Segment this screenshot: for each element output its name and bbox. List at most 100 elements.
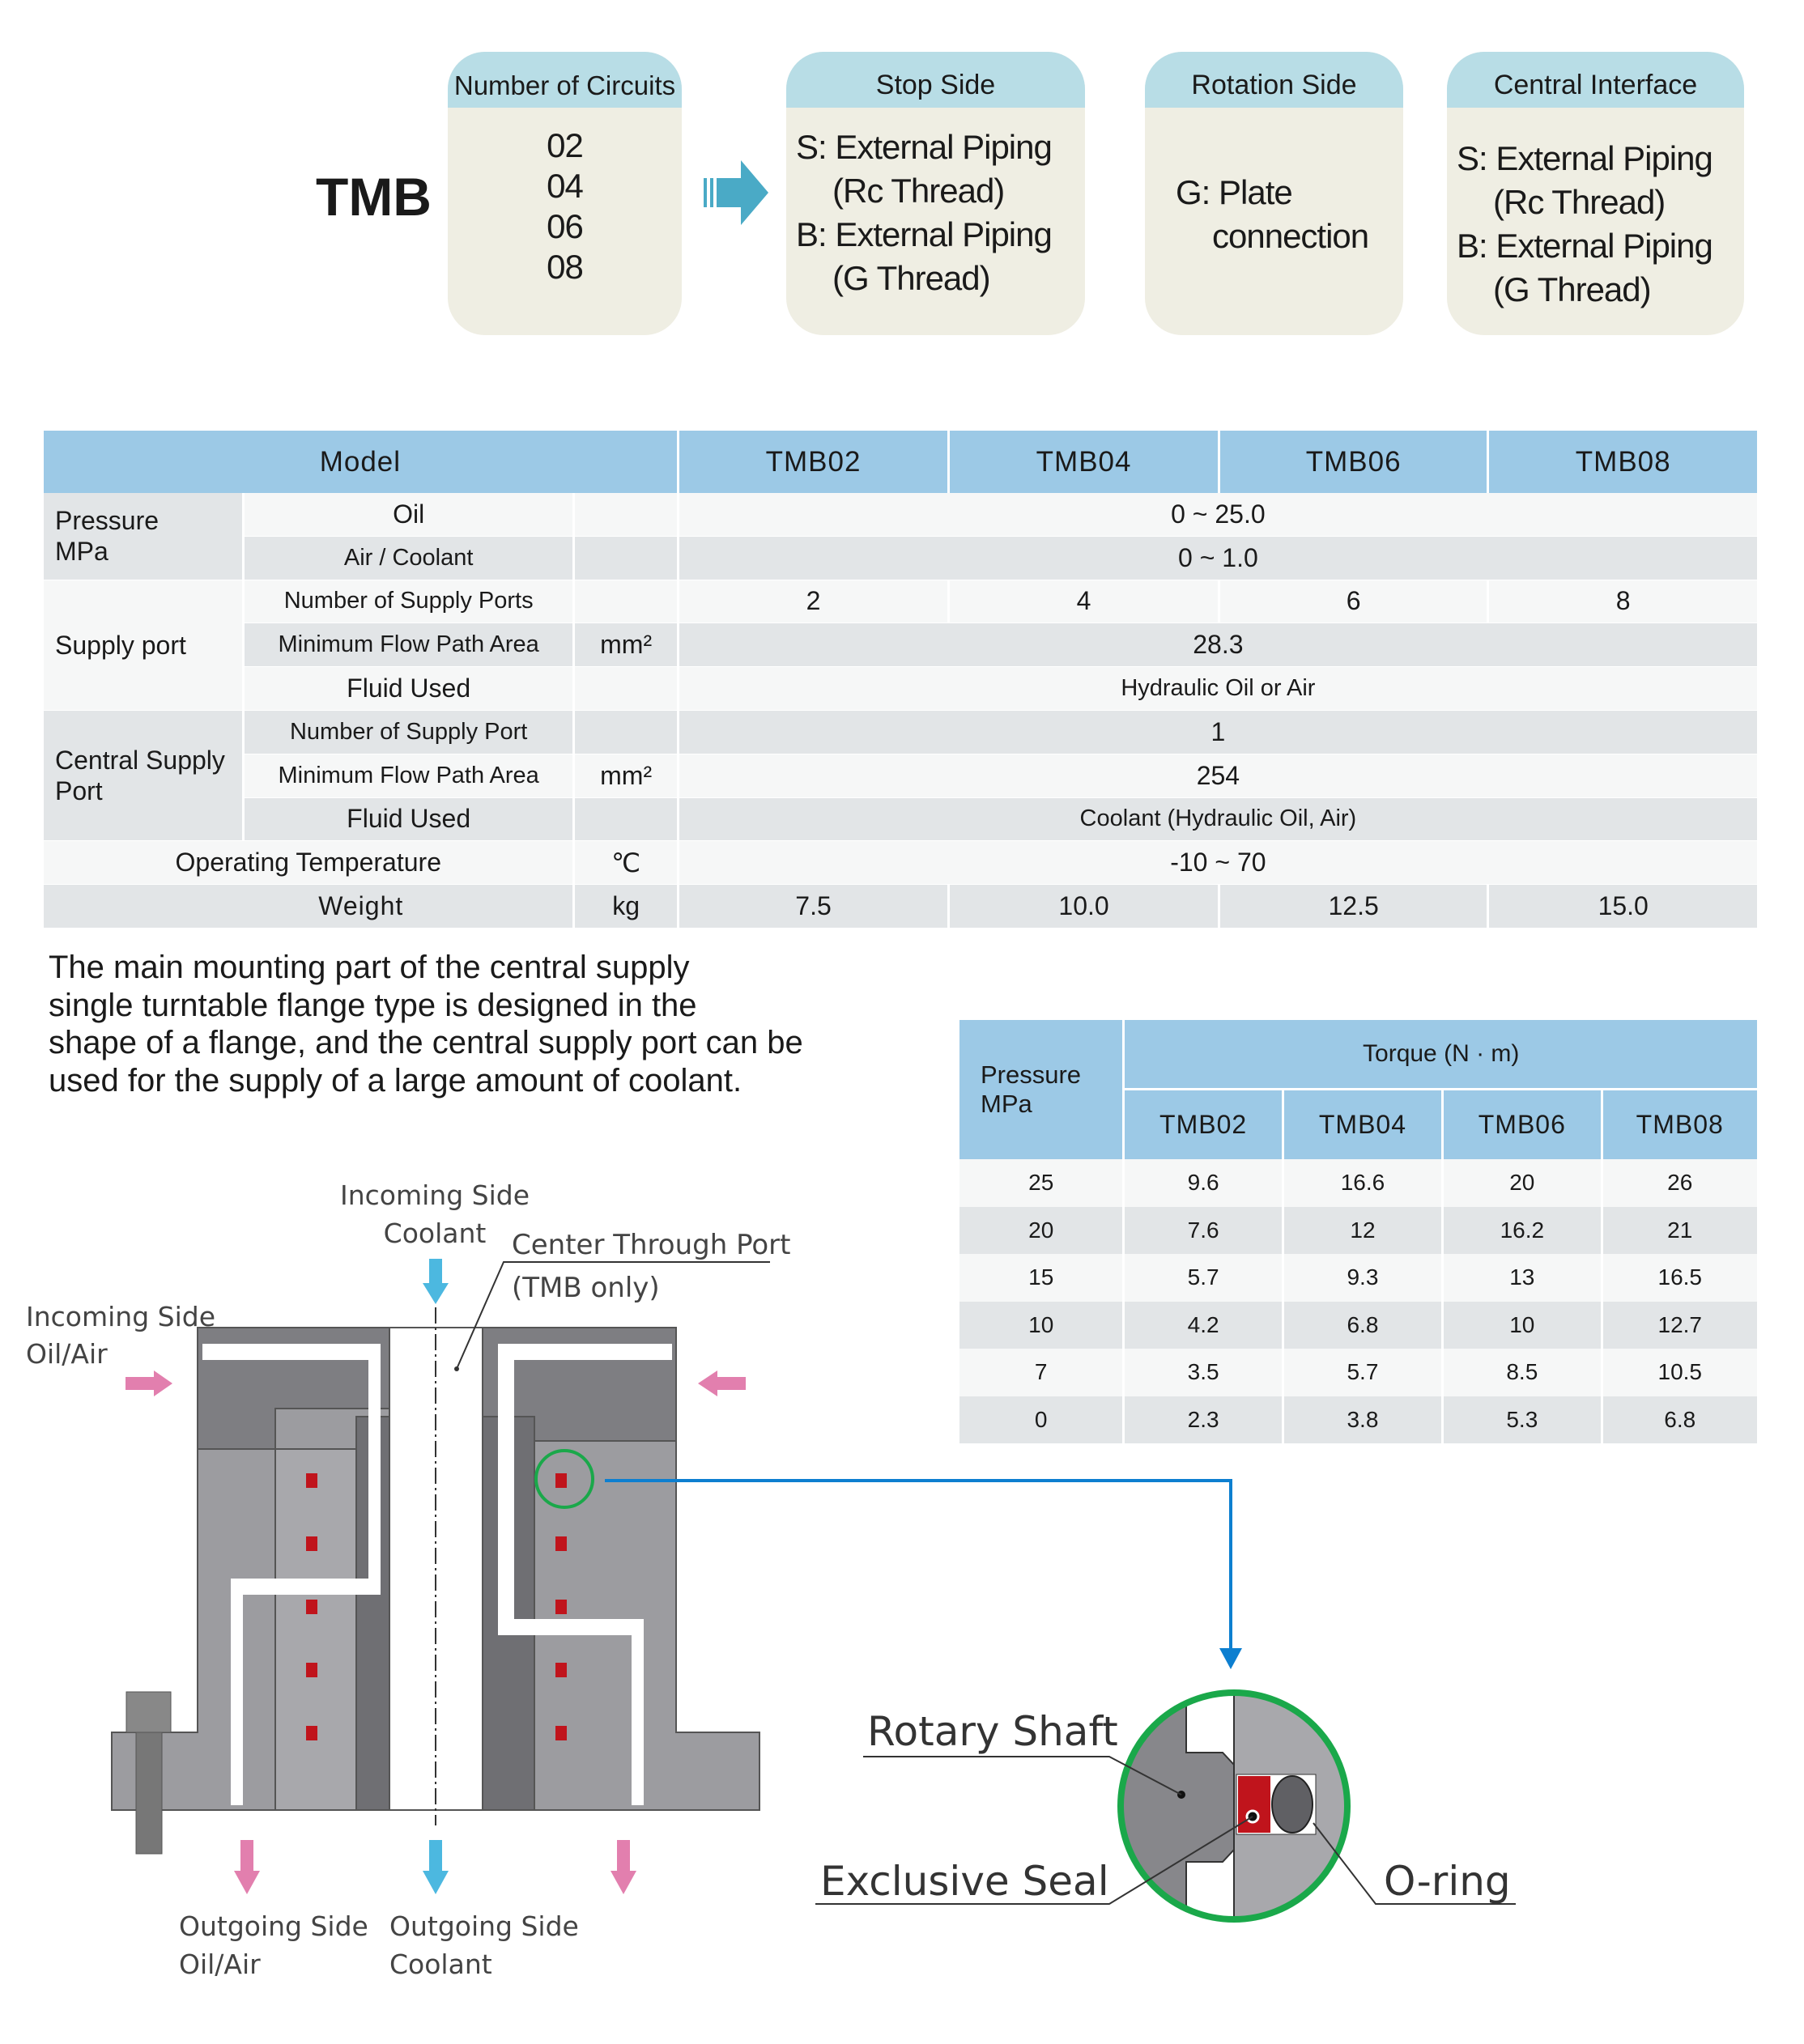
connector-line <box>605 1479 1232 1651</box>
torque-value: 3.8 <box>1283 1396 1442 1443</box>
torque-value: 16.2 <box>1444 1206 1601 1254</box>
torque-value: 12.7 <box>1602 1301 1757 1349</box>
row-label: Number of Supply Port <box>244 710 573 754</box>
cell-value: 1 <box>679 710 1757 754</box>
oil-out-arrow-icon <box>611 1840 636 1894</box>
cell-value: 2 <box>679 580 948 624</box>
option-line: B: External Piping <box>1457 227 1713 265</box>
cell-value: Hydraulic Oil or Air <box>679 667 1757 711</box>
seals <box>306 1473 567 1740</box>
cell-value: 8 <box>1489 580 1757 624</box>
torque-value: 9.3 <box>1283 1254 1442 1302</box>
code-box-rotation-side: Rotation Side G: Plate connection <box>1145 52 1403 335</box>
torque-value: 5.7 <box>1283 1349 1442 1396</box>
row-label: Minimum Flow Path Area <box>244 623 573 668</box>
cell-value: 7.5 <box>679 885 948 929</box>
header-tmb04: TMB04 <box>1283 1090 1442 1159</box>
torque-value: 20 <box>1444 1159 1601 1207</box>
circuit-option: 08 <box>547 248 584 286</box>
cell-value: 0 ~ 1.0 <box>679 536 1757 580</box>
option-line: (G Thread) <box>832 259 991 297</box>
arrow-right-icon <box>704 160 768 225</box>
label-o-ring: O-ring <box>1384 1858 1511 1905</box>
header-model: Model <box>44 431 677 493</box>
table-row: Minimum Flow Path Area mm² 254 <box>44 754 1757 798</box>
header-tmb02: TMB02 <box>679 431 948 493</box>
label-incoming-oil-air: Oil/Air <box>26 1338 108 1370</box>
option-line: S: External Piping <box>1457 139 1713 177</box>
highlight-circle <box>534 1449 594 1509</box>
table-row: Supply port Number of Supply Ports 2 4 6… <box>44 580 1757 711</box>
oil-in-arrow-icon <box>126 1370 172 1396</box>
label-center-through-port: Center Through Port <box>512 1229 790 1261</box>
torque-value: 4.2 <box>1125 1301 1282 1349</box>
torque-value: 26 <box>1602 1159 1757 1207</box>
torque-value: 2.3 <box>1125 1396 1282 1443</box>
circuit-option: 02 <box>547 126 584 164</box>
cell-value: 254 <box>679 754 1757 798</box>
model-prefix: TMB <box>316 167 432 227</box>
option-line: (Rc Thread) <box>832 172 1005 210</box>
torque-value: 10 <box>1444 1301 1601 1349</box>
coolant-out-arrow-icon <box>423 1840 449 1894</box>
pressure-value: 10 <box>959 1301 1123 1349</box>
label-tmb-only: (TMB only) <box>512 1272 660 1304</box>
cell-value: 10.0 <box>950 885 1218 929</box>
header-torque: Torque (N · m) <box>1125 1020 1757 1090</box>
label-exclusive-seal: Exclusive Seal <box>820 1858 1109 1905</box>
header-tmb04: TMB04 <box>950 431 1218 493</box>
label-incoming-coolant: Incoming Side <box>340 1179 530 1211</box>
row-label: Minimum Flow Path Area <box>244 754 573 798</box>
torque-value: 5.3 <box>1444 1396 1601 1443</box>
code-box-central-interface: Central Interface S: External Piping (Rc… <box>1447 52 1744 335</box>
table-row: Air / Coolant 0 ~ 1.0 <box>44 536 1757 580</box>
pressure-value: 7 <box>959 1349 1123 1396</box>
cell-value: Coolant (Hydraulic Oil, Air) <box>679 797 1757 842</box>
header-tmb08: TMB08 <box>1602 1090 1757 1159</box>
connector-arrowhead-icon <box>1219 1648 1242 1669</box>
cell-value: 15.0 <box>1489 885 1757 929</box>
cell-value: 4 <box>950 580 1218 624</box>
table-row: Minimum Flow Path Area mm² 28.3 <box>44 623 1757 668</box>
description: The main mounting part of the central su… <box>49 950 803 1098</box>
header-tmb08: TMB08 <box>1489 431 1757 493</box>
group-supply-port: Supply port <box>44 580 242 711</box>
row-label: Fluid Used <box>244 797 573 842</box>
bolt <box>126 1691 172 1855</box>
torque-value: 6.8 <box>1602 1396 1757 1443</box>
cell-value: 28.3 <box>679 623 1757 668</box>
torque-value: 3.5 <box>1125 1349 1282 1396</box>
label-rotary-shaft: Rotary Shaft <box>867 1708 1118 1755</box>
box-title: Stop Side <box>786 52 1085 108</box>
option-line: (G Thread) <box>1493 270 1652 308</box>
unit: ℃ <box>575 841 677 886</box>
row-label: Operating Temperature <box>44 841 573 886</box>
unit: kg <box>575 885 677 929</box>
table-row: Fluid Used Hydraulic Oil or Air <box>44 667 1757 711</box>
option-line: B: External Piping <box>796 215 1053 253</box>
pressure-value: 20 <box>959 1206 1123 1254</box>
box-title: Central Interface <box>1447 52 1744 108</box>
code-box-stop-side: Stop Side S: External Piping (Rc Thread)… <box>786 52 1085 335</box>
cell-value: 6 <box>1219 580 1487 624</box>
table-row: Weight kg 7.5 10.0 12.5 15.0 <box>44 885 1757 929</box>
box-title: Number of Circuits <box>448 52 682 108</box>
unit: mm² <box>575 754 677 798</box>
unit: mm² <box>575 623 677 668</box>
row-label: Oil <box>244 493 573 537</box>
torque-value: 8.5 <box>1444 1349 1601 1396</box>
box-title: Rotation Side <box>1145 52 1403 108</box>
torque-value: 10.5 <box>1602 1349 1757 1396</box>
label-outgoing-oil-air: Oil/Air <box>179 1948 261 1980</box>
